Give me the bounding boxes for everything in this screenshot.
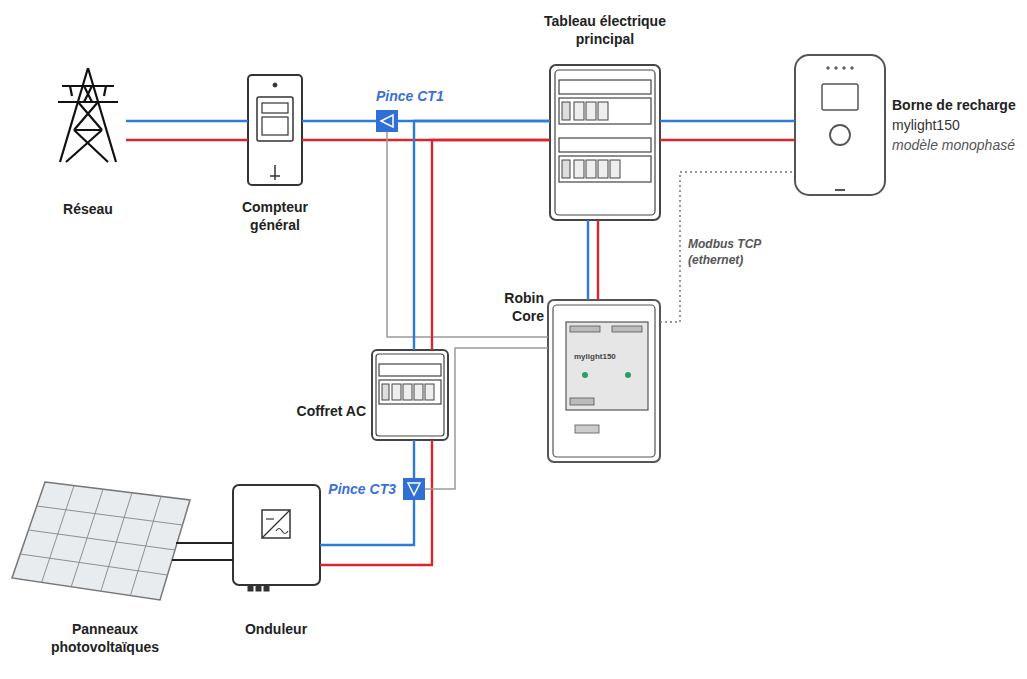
wire-connector xyxy=(387,132,548,337)
wire-connector xyxy=(172,543,233,560)
meter-icon xyxy=(248,75,302,185)
node-label: Compteur général xyxy=(225,198,325,234)
wire-connector xyxy=(414,121,550,350)
charger: Borne de rechargemylight150modèle monoph… xyxy=(795,55,885,195)
current-clamp: Pince CT3 xyxy=(403,478,425,500)
inverter-icon xyxy=(233,485,320,591)
grid-pylon: Réseau xyxy=(50,65,126,165)
inverter: Onduleur xyxy=(233,485,320,585)
node-label: Pince CT1 xyxy=(376,87,466,105)
connector-label: Modbus TCP (ethernet) xyxy=(688,236,770,268)
wire-connector xyxy=(387,121,550,140)
node-label: Borne de recharge xyxy=(892,96,1022,114)
node-label: Robin Core xyxy=(488,289,544,325)
current-clamp: Pince CT1 xyxy=(376,110,398,132)
controller: Robin Core xyxy=(548,300,660,462)
wire-connector xyxy=(414,440,432,489)
panel-board: Tableau électrique principal xyxy=(550,65,660,220)
controller-icon xyxy=(548,300,660,462)
node-label: Pince CT3 xyxy=(300,480,396,498)
charger-icon xyxy=(795,55,885,195)
meter: Compteur général xyxy=(248,75,302,185)
wire-connector xyxy=(126,121,248,140)
ac-box-icon xyxy=(372,350,448,440)
wire-connector xyxy=(320,489,432,565)
wire-connector xyxy=(588,220,598,300)
wire-connector xyxy=(425,348,548,489)
pylon-icon xyxy=(58,68,118,162)
node-sublabel: mylight150 xyxy=(892,116,1022,134)
node-label: Tableau électrique principal xyxy=(520,12,690,48)
ac-box: Coffret AC xyxy=(372,350,448,440)
device-logo-text: mylight150 xyxy=(574,352,616,361)
clamp-icon xyxy=(376,110,425,500)
wire-connector xyxy=(302,121,387,140)
panel-board-icon xyxy=(550,65,660,220)
wire-connector xyxy=(660,172,795,322)
node-label: Panneaux photovoltaïques xyxy=(35,620,175,656)
node-label: Coffret AC xyxy=(270,402,366,420)
node-sublabel: modèle monophasé xyxy=(892,136,1022,154)
node-label: Réseau xyxy=(38,200,138,218)
wire-connector xyxy=(660,121,795,140)
solar-panel-icon xyxy=(12,482,190,600)
node-label: Onduleur xyxy=(216,620,336,638)
solar-panels: Panneaux photovoltaïques xyxy=(12,482,190,600)
